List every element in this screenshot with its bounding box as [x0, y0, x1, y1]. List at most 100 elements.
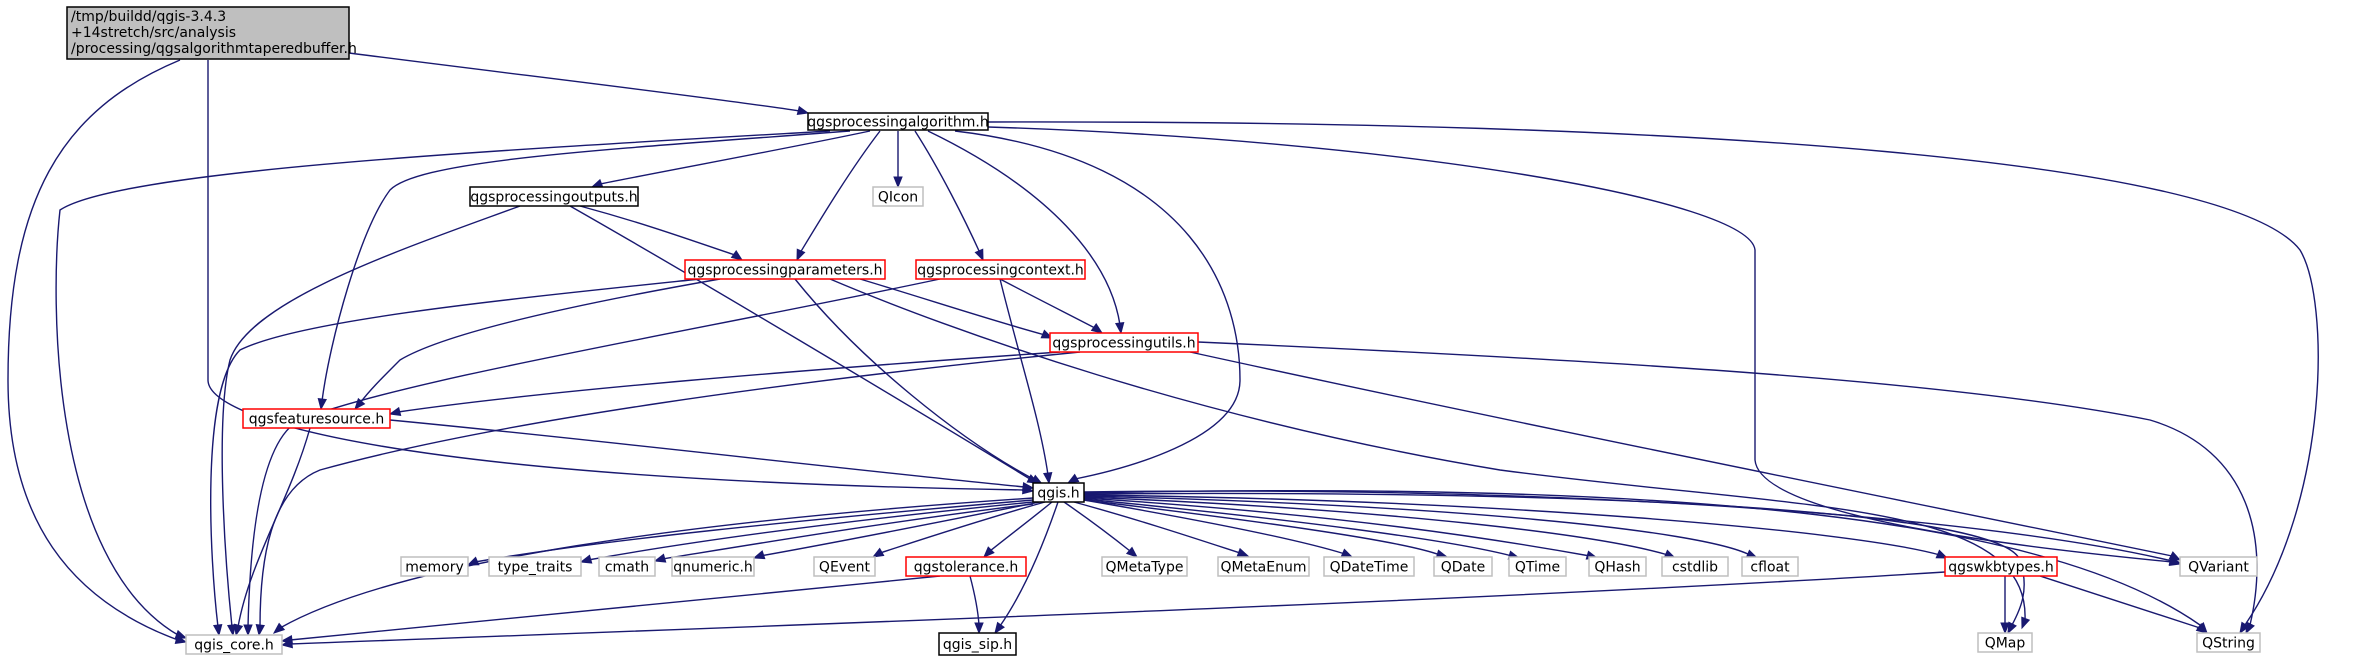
node-label: memory [405, 560, 464, 576]
node-qstring: QString [2196, 632, 2261, 653]
node-qgsprocessingparameters[interactable]: qgsprocessingparameters.h [684, 259, 886, 280]
edge-line [954, 130, 1241, 480]
edge-arrowhead [1090, 323, 1104, 334]
edge-qgstolerance-to-qgis_sip [969, 575, 984, 635]
node-qgsprocessingalgorithm[interactable]: qgsprocessingalgorithm.h [807, 112, 989, 131]
node-qgstolerance[interactable]: qgstolerance.h [905, 556, 1027, 577]
node-box [185, 634, 283, 655]
edge-qgis-to-qgswkbtypes [1083, 494, 1949, 559]
edge-line [474, 499, 1034, 563]
node-box [1217, 556, 1310, 577]
edge-line [1083, 499, 1346, 555]
edge-qgsprocessingparameters-to-qgsfeaturesource [354, 278, 721, 411]
edge-arrowhead [243, 624, 253, 637]
edge-qgsprocessingutils-to-qgis_core [255, 351, 1081, 637]
edge-qgswkbtypes-to-qstring [2039, 575, 2209, 634]
node-box [469, 186, 639, 207]
edge-qgis-to-qvariant [1083, 490, 2182, 566]
node-qgsprocessingoutputs[interactable]: qgsprocessingoutputs.h [469, 186, 639, 207]
node-label: QMetaEnum [1220, 560, 1306, 576]
node-label: QString [2202, 636, 2255, 652]
node-box [1032, 482, 1085, 503]
edge-arrowhead [1125, 546, 1139, 558]
edge-arrowhead [255, 623, 266, 637]
node-label: qgsprocessingparameters.h [687, 263, 882, 279]
node-label: QHash [1594, 560, 1640, 576]
edge-qgsprocessingalgorithm-to-qgsprocessingutils [927, 130, 1125, 335]
edge-line [987, 126, 2173, 563]
node-box [1944, 556, 2058, 577]
node-qgsprocessingcontext[interactable]: qgsprocessingcontext.h [915, 259, 1086, 280]
edge-line [7, 59, 181, 641]
edge-qgis-to-type_traits [579, 501, 1034, 564]
edge-arrowhead [1340, 548, 1354, 558]
node-label: QTime [1515, 560, 1560, 576]
node-label: QMap [1985, 636, 2026, 652]
node-box [684, 259, 886, 280]
node-qgswkbtypes[interactable]: qgswkbtypes.h [1944, 556, 2058, 577]
node-qgsprocessingutils[interactable]: qgsprocessingutils.h [1049, 332, 1199, 353]
node-box [813, 556, 876, 577]
edge-line [569, 205, 1031, 480]
node-box [598, 556, 656, 577]
node-qgis-sip[interactable]: qgis_sip.h [938, 632, 1017, 656]
edge-arrowhead [2195, 623, 2209, 634]
edge-qgsprocessingparameters-to-qmap [829, 278, 2031, 630]
edge-line [1083, 499, 1441, 556]
node-label: QIcon [878, 190, 918, 206]
edge-line [221, 205, 521, 628]
edge-line [1189, 351, 2173, 557]
edge-arrowhead [1114, 321, 1125, 335]
node-qtime: QTime [1508, 556, 1567, 577]
node-qmetaenum: QMetaEnum [1217, 556, 1310, 577]
node-root[interactable]: /tmp/buildd/qgis-3.4.3+14stretch/src/ana… [66, 6, 357, 60]
edge-qgsprocessingutils-to-qstring [1197, 341, 2258, 635]
edge-line [587, 501, 1034, 561]
edge-qgis-to-qmap [1083, 492, 2025, 635]
edge-qgsprocessingparameters-to-qgis_core [210, 278, 701, 637]
node-label: qgis.h [1037, 486, 1079, 502]
edge-arrowhead [233, 623, 244, 637]
edge-arrowhead [272, 622, 286, 634]
edge-arrowhead [1021, 481, 1035, 492]
edge-line [55, 130, 831, 636]
node-qgis[interactable]: qgis.h [1032, 482, 1085, 503]
edge-arrowhead [2239, 621, 2250, 635]
edge-arrowhead [388, 406, 402, 417]
node-box [1977, 632, 2033, 653]
node-box [872, 186, 924, 207]
edge-line [794, 278, 1036, 481]
node-label: QDateTime [1330, 560, 1409, 576]
edge-qgsprocessingalgorithm-to-qgsprocessingparameters [796, 130, 881, 262]
edge-qgis-to-qgis_sip [994, 501, 1059, 635]
edge-qgsprocessingutils-to-qgsfeaturesource [388, 351, 1061, 417]
edge-qgsprocessingutils-to-qvariant [1189, 351, 2182, 561]
edge-line [829, 278, 2026, 621]
node-box [242, 408, 391, 429]
edge-qgis-to-qevent [871, 501, 1046, 558]
edge-qgswkbtypes-to-qmap [2000, 576, 2010, 635]
edge-arrowhead [174, 629, 188, 639]
node-box [1049, 332, 1199, 353]
edge-qgis-to-qmetatype [1063, 501, 1139, 558]
node-label: qgsfeaturesource.h [249, 412, 384, 428]
node-qicon: QIcon [872, 186, 924, 207]
edge-arrowhead [2245, 621, 2255, 635]
edge-arrowhead [280, 638, 294, 649]
node-qhash: QHash [1588, 556, 1647, 577]
edge-arrowhead [2000, 622, 2010, 635]
edge-qgis-to-cstdlib [1083, 496, 1677, 559]
node-label: qgswkbtypes.h [1948, 560, 2053, 576]
edge-arrowhead [994, 621, 1005, 635]
edge-line [599, 130, 871, 185]
edge-line [321, 130, 851, 402]
edge-qgis-to-cmath [653, 503, 1034, 563]
node-box [938, 632, 1017, 656]
node-box [807, 112, 989, 131]
node-box [1323, 556, 1415, 577]
node-qgsfeaturesource[interactable]: qgsfeaturesource.h [242, 408, 391, 429]
edge-qgsprocessingcontext-to-qgis [999, 278, 1053, 485]
edge-qgis-to-qgstolerance [983, 501, 1053, 558]
edge-line [1197, 341, 2258, 626]
node-label: qgstolerance.h [914, 560, 1018, 576]
